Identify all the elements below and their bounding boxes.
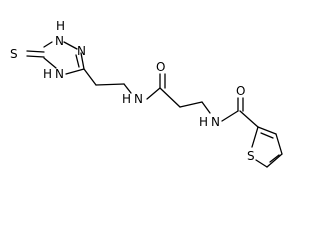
atom-n2: N <box>77 44 86 58</box>
atom-s-thione: S <box>10 47 18 61</box>
bond-t-c2-c3-inner <box>260 132 274 139</box>
atom-amide-n2-h: H <box>199 115 208 129</box>
bond-t-c5-c4 <box>266 153 283 168</box>
atom-n1-h: H <box>56 19 65 33</box>
bond-n1-n2 <box>63 41 78 50</box>
bond-c5-s-double-b <box>26 55 45 58</box>
atom-n4-h: H <box>43 67 52 81</box>
molecule-diagram: S N H N N H N H O N H O S <box>10 19 283 168</box>
bond-t-c3-c2 <box>257 126 277 135</box>
atom-o2: O <box>236 84 245 98</box>
bond-n-carbonyl1 <box>146 87 161 100</box>
bond-c5-n1 <box>43 41 53 48</box>
structure-drawing: S N H N N H N H O N H O S <box>10 19 283 168</box>
bond-c3-n4 <box>65 68 85 75</box>
atom-amide-n2: N <box>211 115 220 129</box>
bond-n4-c5 <box>43 57 57 69</box>
bond-t-s-c5 <box>255 159 268 168</box>
atom-n1: N <box>55 34 64 48</box>
bond-carbonyl2-thiophene <box>239 110 259 128</box>
bond-t-c2-s <box>251 126 259 148</box>
atom-o1: O <box>156 60 165 74</box>
bond-c5-s-double-a <box>26 50 45 53</box>
bond-c3-ch2a <box>83 68 97 86</box>
atom-s-thiophene: S <box>247 149 255 163</box>
atom-amide-n1: N <box>134 92 143 106</box>
bond-t-c4-c3 <box>275 133 283 155</box>
bond-ch2b-n <box>123 83 132 94</box>
bond-n2-c3-double <box>75 54 80 68</box>
atom-n4: N <box>55 67 64 81</box>
bond-ch2-ch2 <box>179 101 203 108</box>
bond-carbonyl1-ch2 <box>159 87 181 108</box>
atom-amide-n1-h: H <box>122 92 131 106</box>
bond-n2-carbonyl2 <box>221 110 239 122</box>
bond-t-c4-c5-inner <box>269 154 280 163</box>
bond-n2-c3 <box>80 52 85 70</box>
bond-ch2a-ch2b <box>95 83 125 86</box>
bond-ch2-n2 <box>201 101 211 114</box>
